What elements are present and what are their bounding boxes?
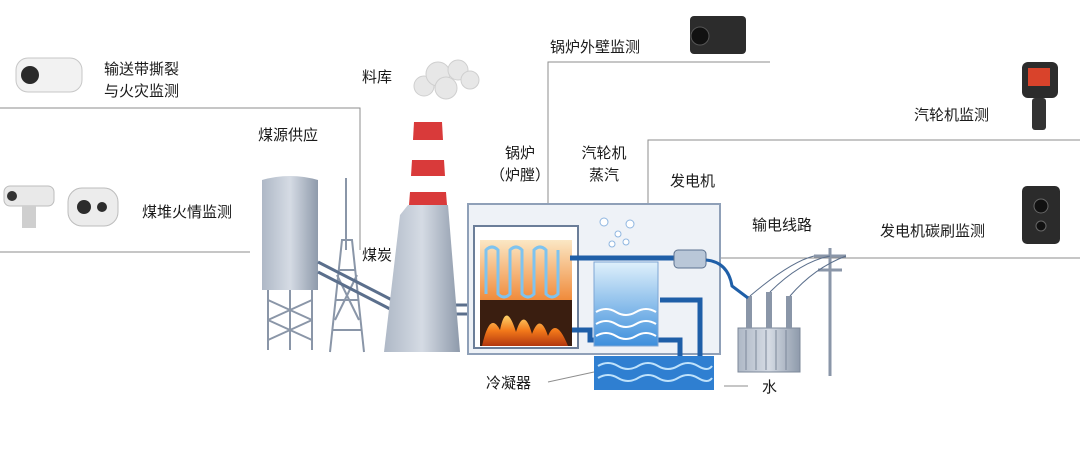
coal-supply-label: 煤源供应 bbox=[258, 126, 319, 144]
thermal-camera-icon bbox=[67, 187, 119, 227]
turbine-label-line2: 蒸汽 bbox=[588, 166, 619, 184]
generator-unit bbox=[673, 249, 707, 269]
coal-supply-tower bbox=[262, 176, 318, 350]
transformer bbox=[705, 258, 801, 373]
generator-brush-monitor-label: 发电机碳刷监测 bbox=[880, 222, 986, 240]
coal-label: 煤炭 bbox=[362, 246, 393, 264]
handheld-thermal-camera-icon bbox=[1022, 62, 1058, 130]
lattice-tower bbox=[329, 178, 365, 353]
bullet-camera-icon bbox=[15, 57, 83, 93]
brush-monitor-device-icon bbox=[1022, 186, 1060, 244]
conveyor-monitor-label-line1: 输送带撕裂 bbox=[104, 60, 180, 78]
turbine-monitor-label: 汽轮机监测 bbox=[914, 106, 990, 124]
transmission-line-label: 输电线路 bbox=[752, 216, 813, 234]
condenser-label: 冷凝器 bbox=[486, 374, 532, 392]
callout-lines bbox=[0, 61, 1080, 387]
turbine-label-line1: 汽轮机 bbox=[581, 144, 627, 162]
boiler-label-line1: 锅炉 bbox=[504, 144, 535, 162]
conveyor-monitor-label-line2: 与火灾监测 bbox=[104, 82, 180, 100]
generator-label: 发电机 bbox=[670, 172, 716, 190]
coal-pile-monitor-label: 煤堆火情监测 bbox=[142, 203, 233, 221]
steam-pipes bbox=[570, 255, 703, 356]
ptz-camera-icon bbox=[3, 185, 55, 228]
boiler-label-line2: （炉膛） bbox=[489, 166, 550, 184]
chimney bbox=[384, 59, 480, 352]
boiler-furnace bbox=[473, 225, 579, 349]
water-label: 水 bbox=[762, 378, 778, 396]
box-camera-icon bbox=[690, 16, 746, 54]
power-pole bbox=[749, 248, 847, 376]
boiler-wall-monitor-label: 锅炉外壁监测 bbox=[550, 38, 641, 56]
condenser-unit bbox=[593, 217, 659, 347]
water-basin bbox=[594, 356, 714, 390]
material-store-label: 料库 bbox=[362, 68, 393, 86]
